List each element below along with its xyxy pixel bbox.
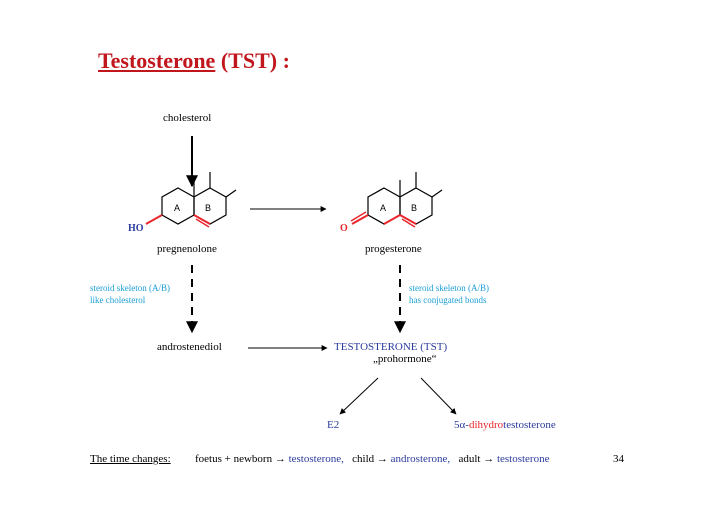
right-note: steroid skeleton (A/B) has conjugated bo… [409,282,489,306]
progesterone-structure [350,172,443,228]
progesterone-label: progesterone [365,243,422,255]
right-note-line1: steroid skeleton (A/B) [409,283,489,293]
left-ring-b-label: B [205,203,212,213]
cholesterol-label: cholesterol [163,112,212,124]
left-note: steroid skeleton (A/B) like cholesterol [90,282,170,306]
page-number: 34 [613,453,624,465]
footer-androsterone: androsterone, [390,453,451,465]
pregnenolone-structure [145,172,237,228]
footer-arrow-2: → [376,453,388,465]
right-ring-a-label: A [380,203,387,213]
arrow-testosterone-dht [420,377,457,415]
dihydrotestosterone-label: 5α-dihydrotestosterone [454,419,556,431]
footer-foetus: foetus + newborn [195,453,273,465]
footer-child: child [352,453,375,465]
pregnenolone-label: pregnenolone [157,243,217,255]
dht-alpha: α- [459,419,469,431]
prohormone-label: „prohormone“ [373,353,437,365]
footer-testosterone-1: testosterone, [288,453,344,465]
estradiol-label: E2 [327,419,340,431]
left-ring-a-label: A [174,203,181,213]
right-ring-b-label: B [411,203,418,213]
right-note-line2: has conjugated bonds [409,295,487,305]
dht-red-part: dihydro [468,419,504,431]
footer-label: The time changes: [90,453,171,465]
androstenediol-label: androstenediol [157,341,222,353]
carbonyl-label: O [340,223,348,234]
footer-arrow-3: → [483,453,495,465]
dht-suffix: testosterone [503,419,556,431]
footer-adult: adult [458,453,481,465]
arrow-testosterone-e2 [339,377,379,415]
footer-testosterone-2: testosterone [496,453,550,465]
slide-title: Testosterone (TST) : [98,48,290,74]
hydroxyl-label: HO [128,223,144,234]
footer-timeline: foetus + newborn → testosterone, child →… [195,453,549,465]
left-note-line1: steroid skeleton (A/B) [90,283,170,293]
title-name: Testosterone [98,48,216,73]
dht-prefix: 5 [454,419,460,431]
testosterone-label: TESTOSTERONE (TST) [334,341,448,353]
footer-arrow-1: → [274,453,286,465]
left-note-line2: like cholesterol [90,295,146,305]
title-suffix: (TST) : [215,48,290,73]
footer-label-text: The time changes: [90,453,171,465]
